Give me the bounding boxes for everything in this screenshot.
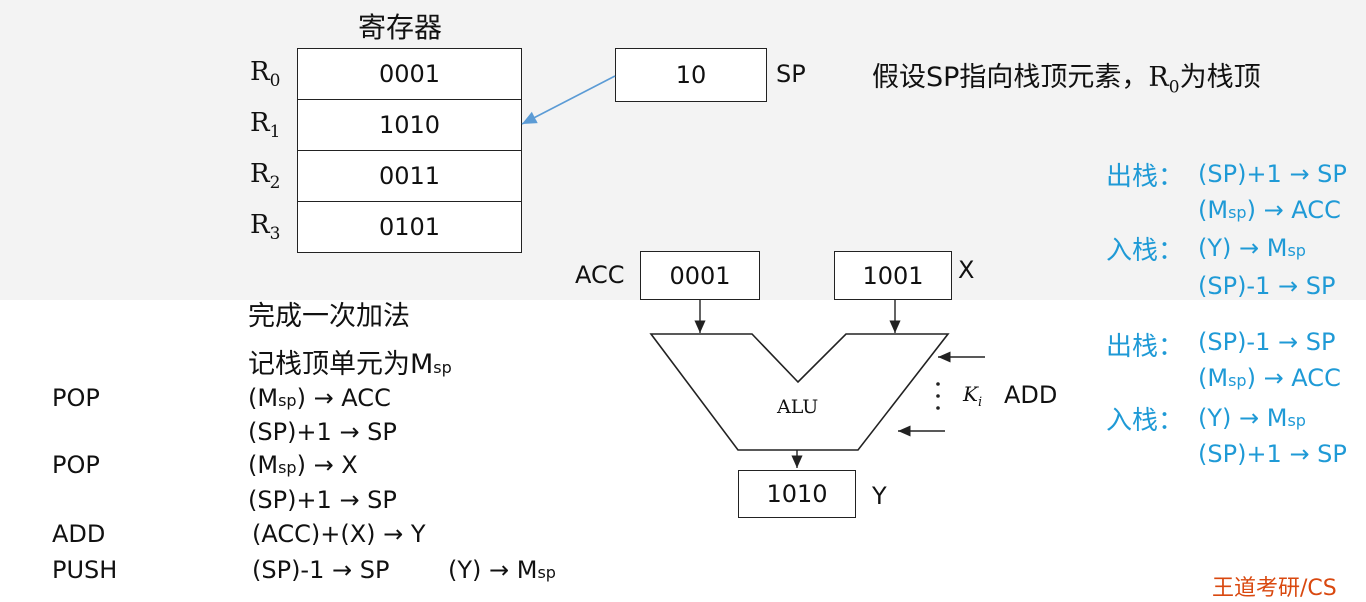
x-box: 1001 [834, 251, 952, 300]
assumption-text: 假设SP指向栈顶元素，R0为栈顶 [872, 62, 1261, 98]
program-op-4: ADD [52, 520, 106, 548]
register-cell-r1: 1010 [297, 99, 522, 151]
register-title: 寄存器 [358, 11, 443, 44]
rule-3-title: 入栈： [1106, 406, 1185, 436]
y-box: 1010 [738, 470, 856, 518]
register-label-r1: R1 [250, 108, 281, 143]
alu-label: ALU [777, 396, 819, 418]
program-line-1: (SP)+1 → SP [248, 418, 397, 446]
rule-1-title: 入栈： [1106, 236, 1185, 266]
rule-0-line-0: (SP)+1 → SP [1198, 160, 1347, 188]
program-op-5: PUSH [52, 556, 118, 584]
ki-label: Ki [963, 382, 983, 410]
register-cell-r2: 0011 [297, 150, 522, 202]
register-label-r0: R0 [250, 57, 281, 92]
x-label: X [958, 256, 975, 284]
program-op-2: POP [52, 451, 100, 479]
program-line-2: (Msp) → X [248, 451, 358, 479]
register-label-r2: R2 [250, 159, 281, 194]
program-line-5: (SP)-1 → SP [252, 556, 390, 584]
rule-3-line-0: (Y) → Msp [1198, 404, 1306, 432]
program-line-4: (ACC)+(X) → Y [252, 520, 426, 548]
add-label: ADD [1004, 381, 1058, 409]
program-op-0: POP [52, 384, 100, 412]
diagram-lines [521, 75, 985, 468]
program-line-0: (Msp) → ACC [248, 384, 391, 412]
rule-2-line-1: (Msp) → ACC [1198, 364, 1341, 392]
rule-1-line-1: (SP)-1 → SP [1198, 272, 1336, 300]
rule-3-line-1: (SP)+1 → SP [1198, 440, 1347, 468]
register-cell-r3: 0101 [297, 201, 522, 253]
control-dot [936, 406, 940, 410]
rule-1-line-0: (Y) → Msp [1198, 234, 1306, 262]
sp-label: SP [776, 60, 806, 88]
control-dot [936, 382, 940, 386]
register-cell-r0: 0001 [297, 48, 522, 100]
note-line-1: 完成一次加法 [248, 301, 410, 332]
alu-shape [649, 333, 950, 451]
program-line-5-extra: (Y) → Msp [448, 556, 556, 584]
watermark: 王道考研/CS [1212, 576, 1337, 601]
register-label-r3: R3 [250, 210, 281, 245]
rule-2-line-0: (SP)-1 → SP [1198, 328, 1336, 356]
rule-0-line-1: (Msp) → ACC [1198, 196, 1341, 224]
program-line-3: (SP)+1 → SP [248, 486, 397, 514]
y-label: Y [872, 482, 887, 510]
control-dot [936, 394, 940, 398]
sp-box: 10 [615, 48, 767, 102]
note-line-2: 记栈顶单元为Msp [248, 349, 452, 380]
acc-label: ACC [575, 261, 625, 289]
sp-pointer-arrow [521, 75, 616, 125]
rule-0-title: 出栈： [1106, 162, 1185, 192]
acc-box: 0001 [640, 251, 760, 300]
rule-2-title: 出栈： [1106, 332, 1185, 362]
